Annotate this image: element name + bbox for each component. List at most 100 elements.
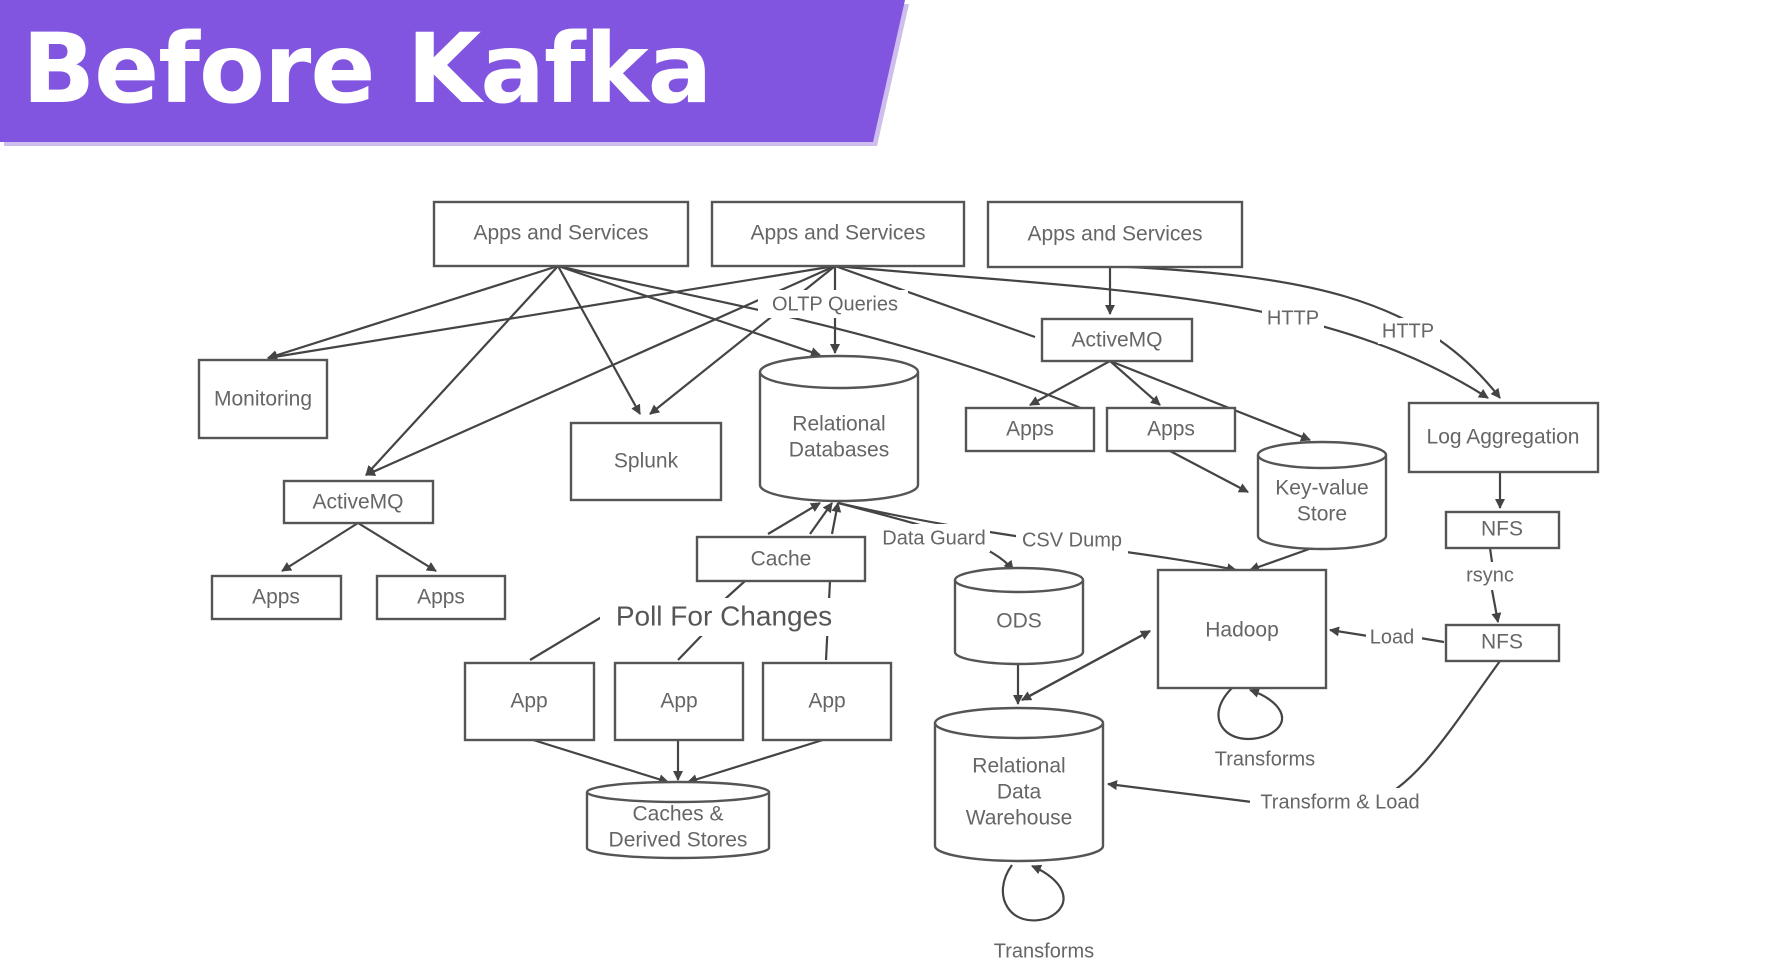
edge-hadoop-warehouse [1021,630,1151,701]
node-key-value-label-1: Key-value [1275,477,1368,500]
edge-activemq-apps-mid2 [1109,360,1161,406]
node-nfs-2 [1444,623,1561,663]
node-nfs-1-label: NFS [1481,518,1523,541]
node-relational-databases [758,354,920,503]
edge-nfs2-transform-load [1377,660,1501,801]
edge-app1-poll [529,611,611,661]
edge-app3-caches [687,737,827,785]
node-nfs-2-label: NFS [1481,631,1523,654]
edge-warehouse-self-loop [1001,864,1065,922]
edge-apps2-log-aggregation [834,264,1489,399]
node-monitoring-label: Monitoring [214,388,312,411]
node-caches-derived-stores [585,780,771,860]
edge-activemq-left-apps1 [281,522,359,572]
edge-keyvalue-hadoop [1249,546,1313,572]
node-activemq-left [282,479,435,525]
edge-apps-mid2-keyvalue [1169,450,1249,493]
edge-transform-load-warehouse [1107,780,1253,804]
node-activemq-top [1040,317,1194,363]
node-apps-services-2-label: Apps and Services [750,222,925,245]
edge-apps1-splunk [557,265,641,415]
label-transforms-warehouse: Transforms [994,940,1094,962]
node-caches-label-1: Caches & [632,803,723,826]
edge-labels: OLTP Queries HTTP HTTP Data Guard CSV Du… [600,290,1522,962]
node-app-3-label: App [808,690,845,713]
node-app-2-label: App [660,690,697,713]
edge-app2-poll [677,631,706,661]
title-banner: Before Kafka [0,0,1788,160]
edge-activemq-keyvalue [1109,359,1311,442]
node-hadoop-label: Hadoop [1205,619,1279,642]
node-apps-services-3-label: Apps and Services [1027,223,1202,246]
node-cache [695,535,867,583]
label-load: Load [1370,626,1415,648]
node-apps-left-1-label: Apps [252,586,300,609]
edge-activemq-apps-mid1 [1029,360,1111,406]
label-transforms-hadoop: Transforms [1215,748,1315,770]
label-data-guard: Data Guard [882,527,985,549]
node-activemq-top-label: ActiveMQ [1071,329,1162,352]
nodes: Apps and Services Apps and Services Apps… [197,200,1600,863]
edge-activemq-left-apps2 [357,522,437,572]
banner-shape [0,0,909,146]
node-warehouse-label-3: Warehouse [966,807,1073,830]
edge-nfs2-load [1419,636,1445,644]
label-http-1: HTTP [1267,307,1319,329]
edge-apps3-log-aggregation [1109,264,1501,399]
node-app-2 [613,661,745,742]
banner-fill [0,0,905,142]
edge-apps2-activemq-top [834,264,1036,339]
edge-poll-cache [723,580,746,601]
node-apps-mid-2 [1105,406,1237,453]
node-relational-data-warehouse [933,706,1105,863]
node-app-1-label: App [510,690,547,713]
edge-apps1-activemq-left [365,265,559,476]
edge-hadoop-self-loop [1217,687,1284,741]
node-hadoop [1156,568,1328,690]
edge-apps1-reldb [557,264,821,357]
label-poll-for-changes: Poll For Changes [616,600,832,631]
node-ods-label: ODS [996,610,1042,633]
node-log-aggregation [1407,401,1600,474]
node-apps-left-1 [210,574,343,621]
edge-apps2-monitoring [267,264,836,362]
node-caches-label-2: Derived Stores [609,829,748,852]
edge-apps1-apps-mid2 [557,264,1091,414]
node-relational-databases-label-2: Databases [789,439,889,462]
edge-apps2-activemq-left [365,264,836,477]
node-ods [953,566,1085,666]
node-apps-services-1-label: Apps and Services [473,222,648,245]
node-apps-mid-1 [964,406,1096,453]
node-apps-mid-1-label: Apps [1006,418,1054,441]
label-csv-dump: CSV Dump [1022,529,1122,551]
edge-apps1-monitoring [267,264,559,361]
node-key-value-store [1256,440,1388,551]
node-cache-label: Cache [751,548,812,571]
label-transform-load: Transform & Load [1260,791,1419,813]
node-splunk-label: Splunk [614,450,679,473]
node-app-1 [463,661,596,742]
edge-app1-caches [529,737,669,785]
node-monitoring [197,358,329,440]
node-apps-services-1 [432,200,690,268]
label-oltp-queries: OLTP Queries [772,293,898,315]
edge-nfs1-rsync [1488,547,1494,563]
edge-rsync-nfs2 [1490,589,1502,623]
node-log-aggregation-label: Log Aggregation [1427,426,1580,449]
edge-cache-reldb-1 [767,502,821,535]
node-apps-mid-2-label: Apps [1147,418,1195,441]
node-warehouse-label-1: Relational [972,755,1065,778]
node-nfs-1 [1444,510,1561,550]
label-rsync: rsync [1466,564,1514,586]
node-splunk [569,421,723,502]
node-apps-left-2-label: Apps [417,586,465,609]
node-apps-left-2 [375,574,507,621]
node-app-3 [761,661,893,742]
node-apps-services-2 [710,200,966,268]
node-activemq-left-label: ActiveMQ [312,491,403,514]
node-apps-services-3 [986,200,1244,269]
edge-cache-reldb-2 [809,502,833,535]
node-relational-databases-label-1: Relational [792,413,885,436]
node-warehouse-label-2: Data [997,781,1042,804]
page-title: Before Kafka [22,13,712,125]
